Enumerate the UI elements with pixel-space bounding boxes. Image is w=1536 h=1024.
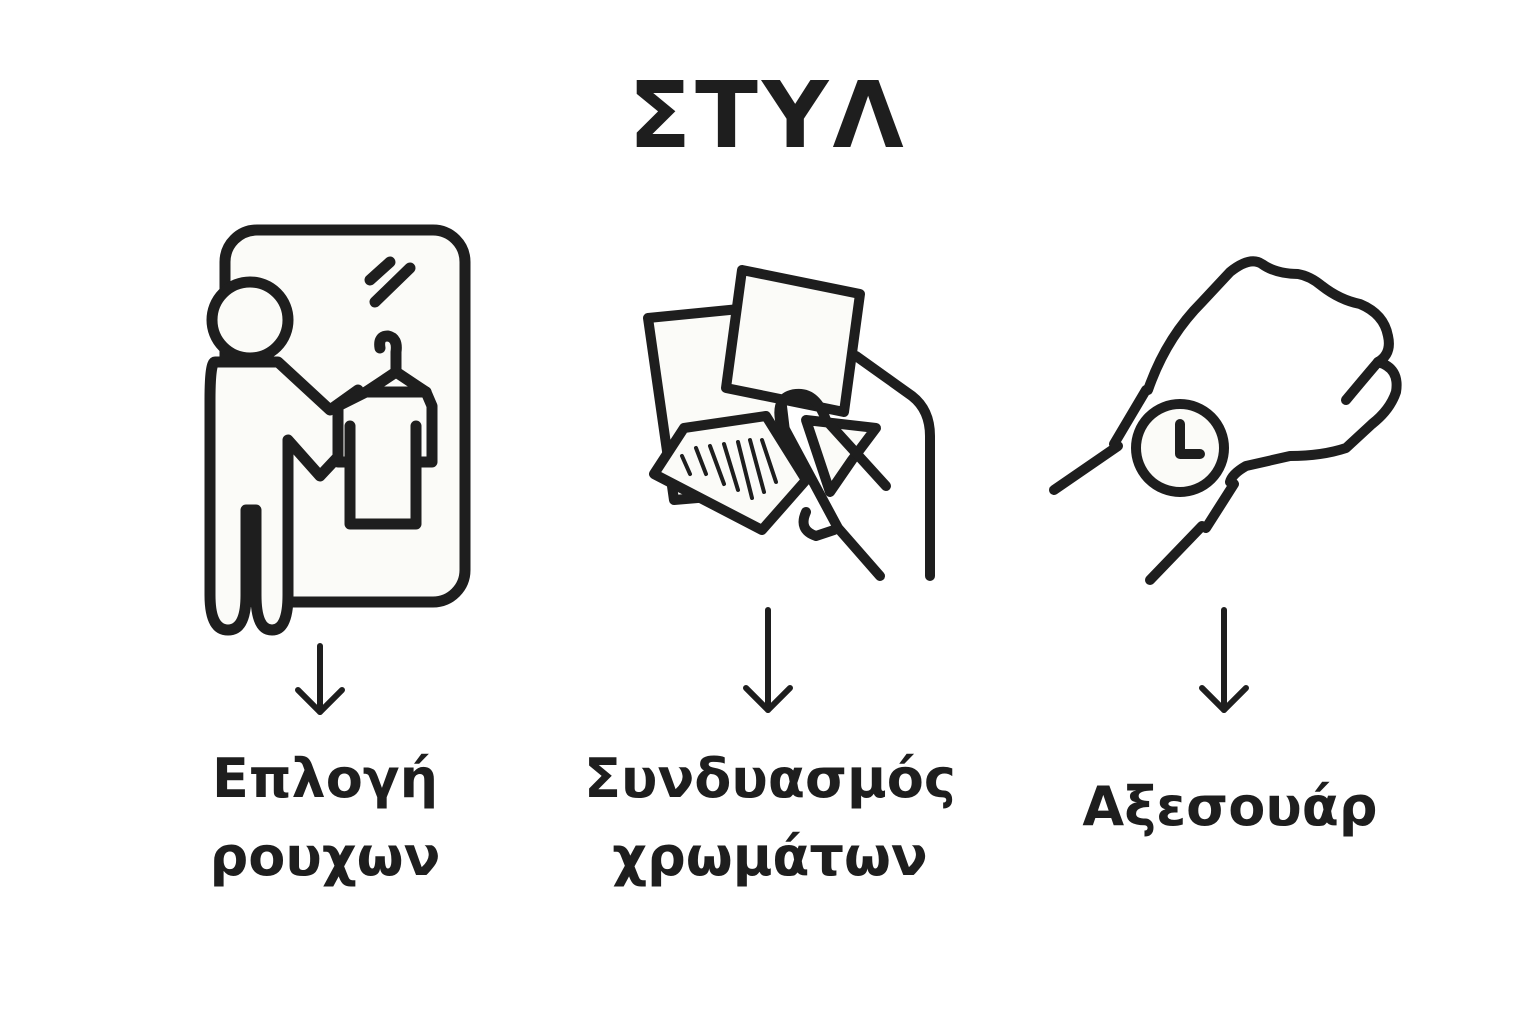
down-arrow-icon	[738, 604, 798, 718]
step-label-accessories: Αξεσουάρ	[1040, 768, 1420, 846]
down-arrow-icon	[1194, 604, 1254, 718]
person-mirror-hanger-icon	[170, 220, 480, 640]
page-title: ΣΤΥΛ	[628, 62, 908, 169]
step-label-clothing: Επλογή ρουχων	[170, 740, 480, 896]
label-line: Αξεσουάρ	[1082, 775, 1378, 838]
label-line: ρουχων	[209, 825, 441, 888]
label-line: Συνδυασμός	[584, 747, 956, 810]
label-line: Επλογή	[211, 747, 439, 810]
hand-color-swatches-icon	[630, 260, 950, 590]
down-arrow-icon	[290, 640, 350, 720]
step-label-colors: Συνδυασμός χρωμάτων	[520, 740, 1020, 896]
label-line: χρωμάτων	[612, 825, 928, 888]
wrist-watch-icon	[1049, 250, 1410, 590]
